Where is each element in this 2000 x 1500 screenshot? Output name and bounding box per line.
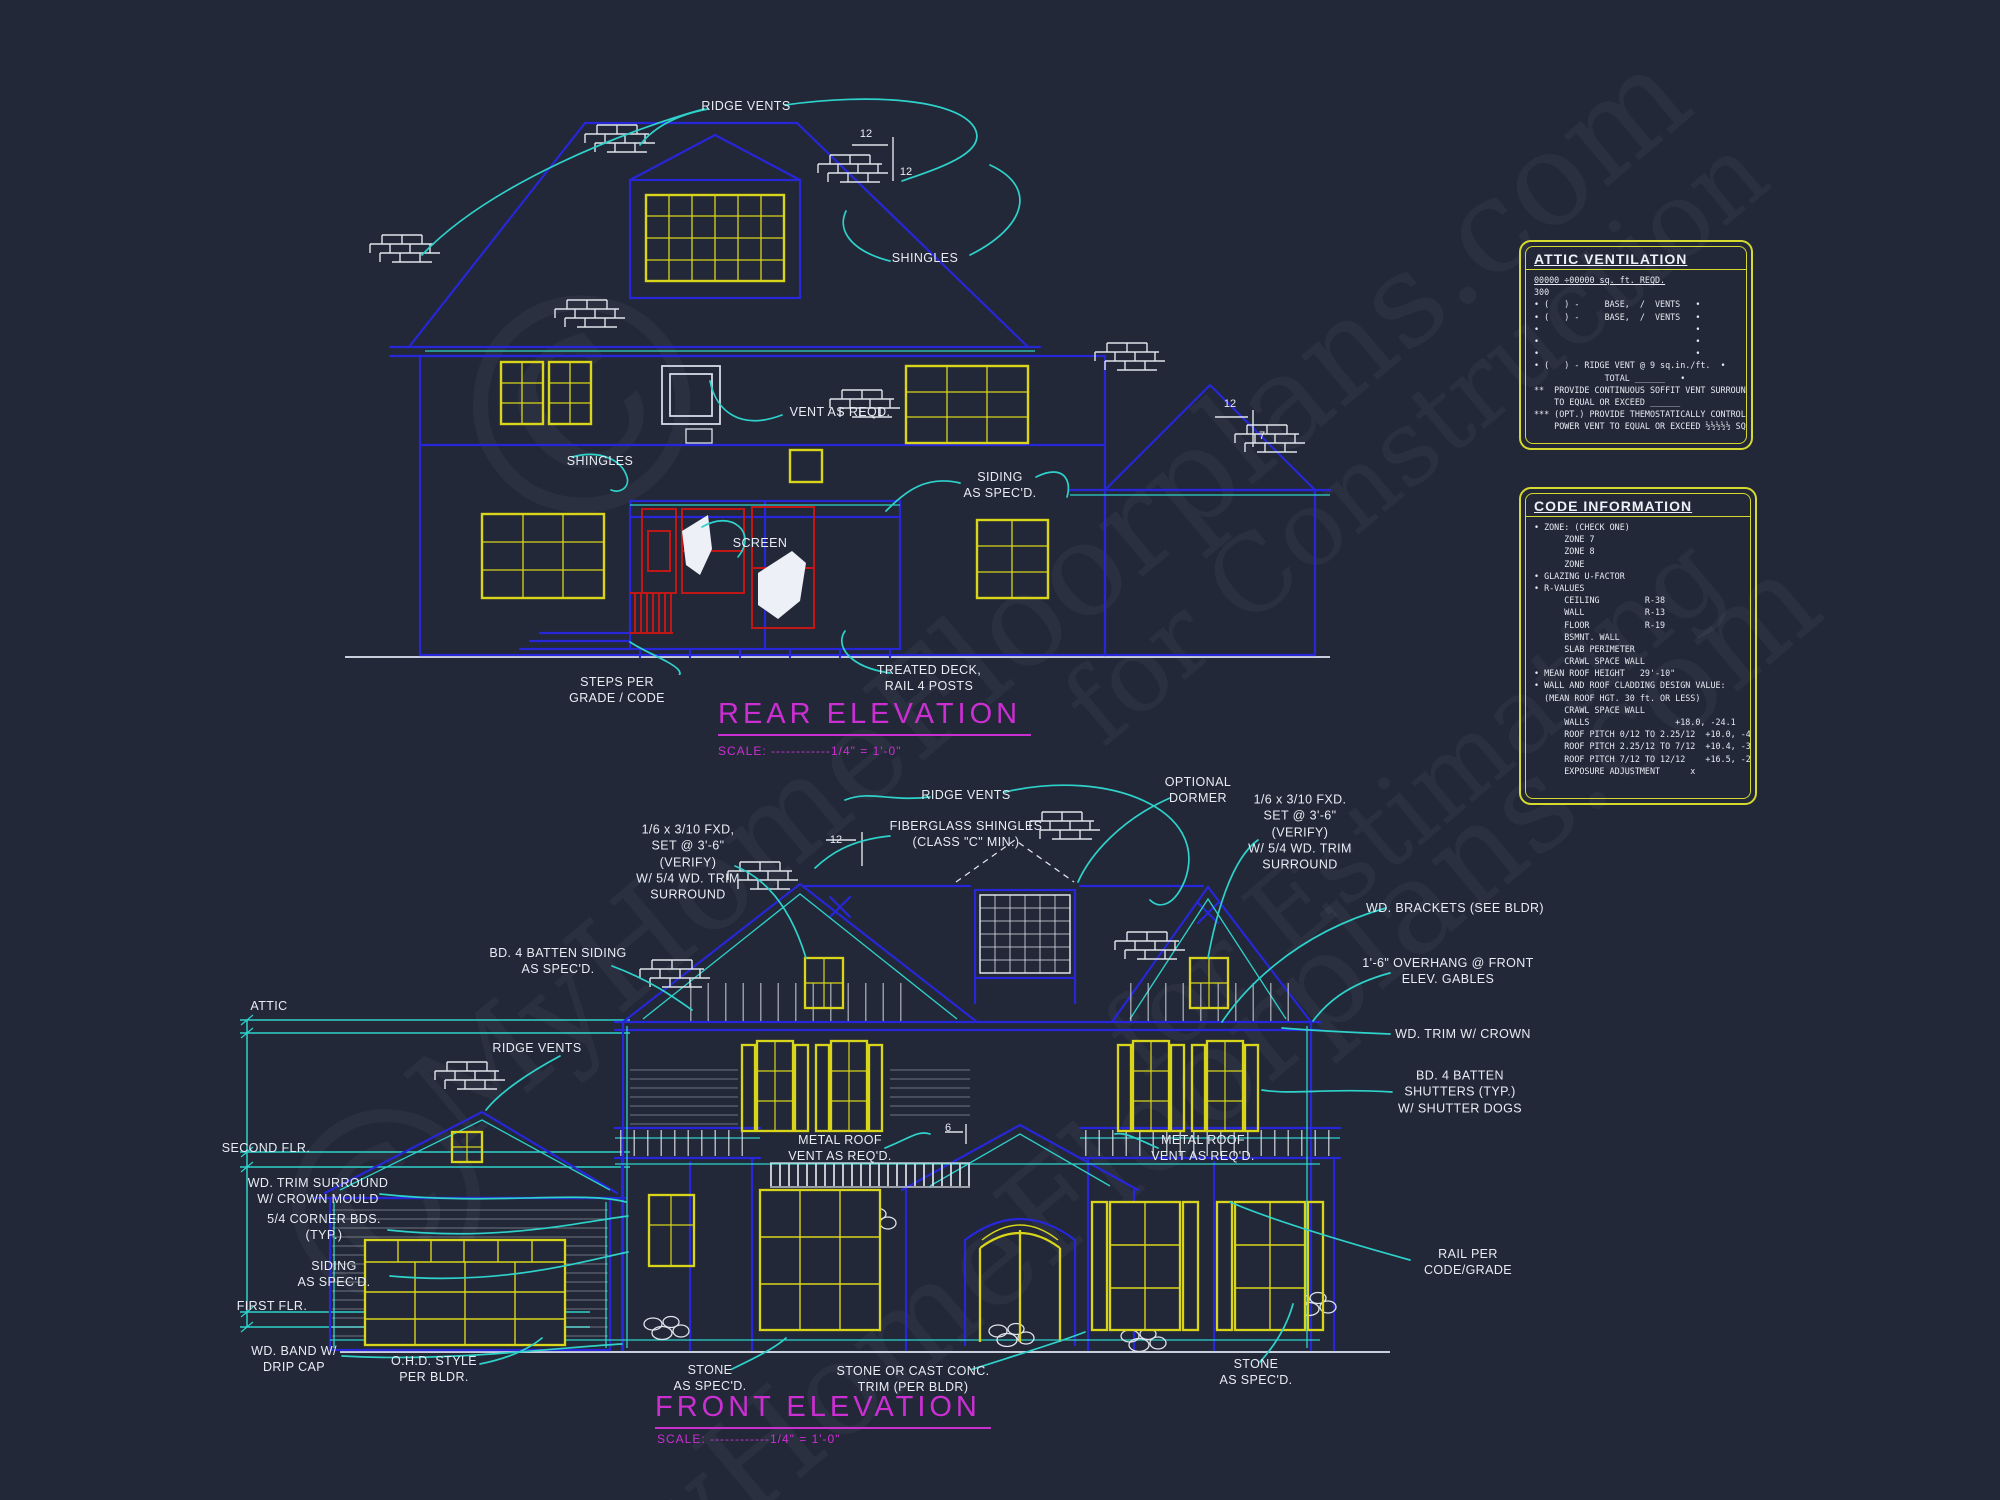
attic-vent-line: • ( ) - BASE, / VENTS • xyxy=(1534,311,1701,322)
attic-ventilation-box: ATTIC VENTILATION 00000 ÷00000 sq. ft. R… xyxy=(1519,240,1753,450)
slope-run-front-left: 12 xyxy=(829,834,843,846)
label-second-flr: SECOND FLR. xyxy=(221,1140,311,1155)
label-metal-roof-left: METAL ROOF VENT AS REQ'D. xyxy=(788,1132,892,1163)
rear-screen-frames xyxy=(630,506,815,634)
label-trim-surround: WD. TRIM SURROUND W/ CROWN MOULD xyxy=(247,1175,389,1206)
label-fiberglass-shingles: FIBERGLASS SHINGLES (CLASS "C" MIN.) xyxy=(889,818,1043,849)
front-leader-lines xyxy=(341,784,1411,1370)
label-treated-deck: TREATED DECK, RAIL 4 POSTS xyxy=(876,662,982,693)
label-stone-left: STONE AS SPEC'D. xyxy=(673,1362,747,1393)
code-info-line: ROOF PITCH 2.25/12 TO 7/12 +10.4, -34.8 xyxy=(1534,741,1751,752)
attic-box-divider xyxy=(1526,269,1746,270)
code-info-line: (MEAN ROOF HGT. 30 ft. OR LESS) xyxy=(1534,692,1701,703)
label-stone-trim: STONE OR CAST CONC. TRIM (PER BLDR) xyxy=(836,1363,990,1394)
hidden-ridge-dashed xyxy=(955,839,1075,883)
label-first-flr: FIRST FLR. xyxy=(236,1298,308,1313)
code-info-line: ZONE 8 xyxy=(1534,546,1595,557)
label-metal-roof-right: METAL ROOF VENT AS REQ'D. xyxy=(1151,1132,1255,1163)
code-info-line: FLOOR R-19 xyxy=(1534,619,1666,630)
code-info-line: WALL R-13 xyxy=(1534,607,1666,618)
slope-rise-front-center: 6 xyxy=(944,1122,952,1134)
rear-elevation-title: REAR ELEVATION xyxy=(718,698,1032,736)
code-box-divider xyxy=(1526,516,1750,517)
attic-vent-line: • ( ) - BASE, / VENTS • xyxy=(1534,299,1701,310)
slope-run-rear-top: 12 xyxy=(859,128,873,140)
code-information-title: CODE INFORMATION xyxy=(1534,498,1693,514)
label-fixed-window-left: 1/6 x 3/10 FXD, SET @ 3'-6" (VERIFY) W/ … xyxy=(636,822,740,902)
rear-vent xyxy=(685,428,713,444)
label-screen: SCREEN xyxy=(732,535,788,550)
code-info-line: • MEAN ROOF HEIGHT 29'-10" xyxy=(1534,668,1676,679)
rear-trim-lines xyxy=(425,350,1330,506)
attic-vent-line: 00000 ÷00000 sq. ft. REQD. xyxy=(1534,275,1666,285)
code-info-line: • R-VALUES xyxy=(1534,582,1585,593)
slope-rise-rear-right: 7 xyxy=(1258,430,1266,442)
attic-vent-line: • ( ) - RIDGE VENT @ 9 sq.in./ft. • xyxy=(1534,360,1726,371)
code-info-line: CRAWL SPACE WALL xyxy=(1534,704,1645,715)
code-info-line: ZONE 7 xyxy=(1534,534,1595,545)
label-rail: RAIL PER CODE/GRADE xyxy=(1423,1246,1513,1277)
label-steps: STEPS PER GRADE / CODE xyxy=(569,674,665,705)
label-corner-bds: 5/4 CORNER BDS. (TYP.) xyxy=(267,1211,381,1242)
label-ridge-vents-front-left: RIDGE VENTS xyxy=(492,1040,582,1055)
rear-curtain-shapes xyxy=(682,515,806,619)
rear-slope-ticks xyxy=(852,137,1254,447)
attic-vent-line: POWER VENT TO EQUAL OR EXCEED ½½½½½ SQ. … xyxy=(1554,421,1746,432)
label-shingles-left: SHINGLES xyxy=(566,453,634,468)
rear-leader-lines xyxy=(421,98,1070,675)
attic-ventilation-inner: ATTIC VENTILATION 00000 ÷00000 sq. ft. R… xyxy=(1525,246,1747,444)
label-shingles-right: SHINGLES xyxy=(891,250,959,265)
label-vent-as-reqd: VENT AS REQD. xyxy=(789,404,891,419)
attic-ventilation-title: ATTIC VENTILATION xyxy=(1534,251,1688,267)
code-info-line: CEILING R-38 xyxy=(1534,595,1666,606)
front-windows xyxy=(363,956,1325,1347)
attic-vent-line: TO EQUAL OR EXCEED ______ xyxy=(1534,396,1681,407)
code-info-line: EXPOSURE ADJUSTMENT x xyxy=(1534,765,1696,776)
rear-elevation-drawing xyxy=(345,98,1332,675)
label-shutters: BD. 4 BATTEN SHUTTERS (TYP.) W/ SHUTTER … xyxy=(1397,1068,1523,1116)
attic-vent-line: • • xyxy=(1534,335,1701,346)
code-info-line: BSMNT. WALL xyxy=(1534,631,1620,642)
attic-vent-line: TOTAL ______ • xyxy=(1534,372,1686,383)
code-info-line: ZONE xyxy=(1534,558,1585,569)
label-batten-siding: BD. 4 BATTEN SIDING AS SPEC'D. xyxy=(489,945,627,976)
slope-rise-rear-top: 12 xyxy=(899,166,913,178)
label-attic: ATTIC xyxy=(250,998,288,1013)
front-elevation-title: FRONT ELEVATION xyxy=(655,1391,991,1429)
code-info-line: CRAWL SPACE WALL xyxy=(1534,656,1645,667)
label-overhang: 1'-6" OVERHANG @ FRONT ELEV. GABLES xyxy=(1362,955,1534,986)
label-wd-band: WD. BAND W/ DRIP CAP xyxy=(251,1343,337,1374)
attic-vent-line: • • xyxy=(1534,348,1701,359)
front-elevation-scale: SCALE: ------------1/4" = 1'-0" xyxy=(657,1432,841,1446)
attic-vent-line: 300 xyxy=(1534,287,1550,298)
attic-vent-line: • • xyxy=(1534,323,1701,334)
rear-windows xyxy=(480,193,1050,600)
code-info-line: SLAB PERIMETER xyxy=(1534,643,1635,654)
attic-vent-line: ** PROVIDE CONTINUOUS SOFFIT VENT SURROU… xyxy=(1534,384,1747,395)
attic-vent-line: *** (OPT.) PROVIDE THEMOSTATICALLY CONTR… xyxy=(1534,409,1747,420)
code-info-line: ROOF PITCH 7/12 TO 12/12 +16.5, -21.0 xyxy=(1534,753,1751,764)
label-siding-rear: SIDING AS SPEC'D. xyxy=(963,469,1037,500)
label-optional-dormer: OPTIONAL DORMER xyxy=(1164,774,1232,805)
rear-white-window xyxy=(661,365,721,425)
code-info-line: • GLAZING U-FACTOR xyxy=(1534,570,1625,581)
code-information-box: CODE INFORMATION • ZONE: (CHECK ONE) ZON… xyxy=(1519,487,1757,805)
rear-elevation-scale: SCALE: ------------1/4" = 1'-0" xyxy=(718,744,902,758)
label-ridge-vents-front-top: RIDGE VENTS xyxy=(921,787,1011,802)
code-info-line: • ZONE: (CHECK ONE) xyxy=(1534,522,1630,532)
code-info-line: • WALL AND ROOF CLADDING DESIGN VALUE: xyxy=(1534,680,1726,691)
label-ohd: O.H.D. STYLE PER BLDR. xyxy=(390,1353,478,1384)
label-ridge-vents-rear: RIDGE VENTS xyxy=(701,98,791,113)
label-fixed-window-right: 1/6 x 3/10 FXD. SET @ 3'-6" (VERIFY) W/ … xyxy=(1248,792,1352,872)
label-stone-right: STONE AS SPEC'D. xyxy=(1219,1356,1293,1387)
label-siding-front: SIDING AS SPEC'D. xyxy=(297,1258,371,1289)
code-information-inner: CODE INFORMATION • ZONE: (CHECK ONE) ZON… xyxy=(1525,493,1751,799)
code-info-line: WALLS +18.0, -24.1 xyxy=(1534,717,1736,727)
label-wd-trim-crown: WD. TRIM W/ CROWN xyxy=(1395,1026,1531,1041)
label-wd-brackets: WD. BRACKETS (SEE BLDR) xyxy=(1366,900,1544,915)
front-slope-ticks xyxy=(826,832,967,1144)
code-info-line: ROOF PITCH 0/12 TO 2.25/12 +10.0, -45.4 xyxy=(1534,729,1751,740)
front-elevation-drawing xyxy=(240,784,1411,1370)
slope-run-rear-right: 12 xyxy=(1223,398,1237,410)
